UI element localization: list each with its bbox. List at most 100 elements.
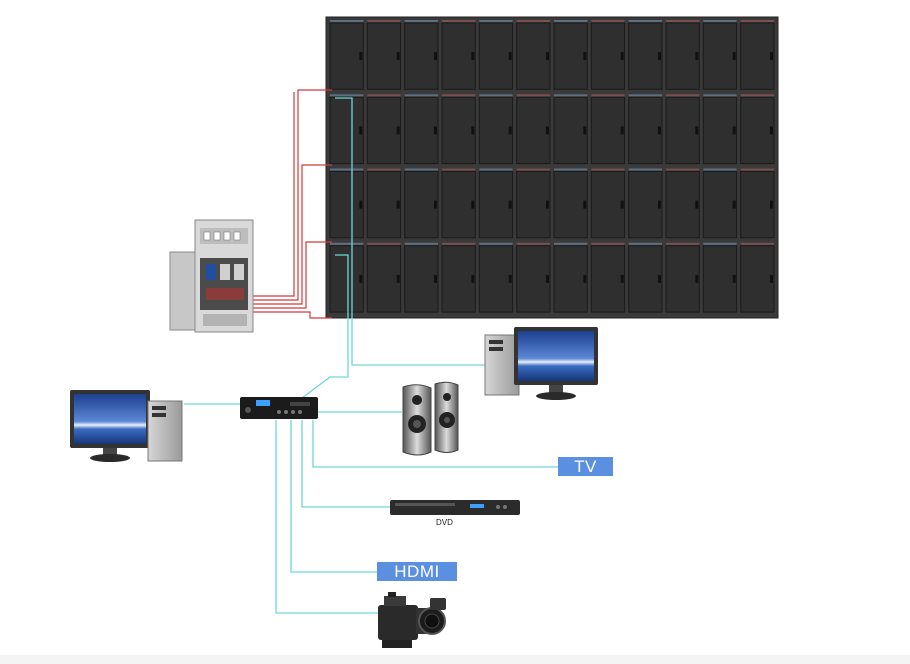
led-cabinet-panel xyxy=(404,171,439,239)
dvd-player-icon xyxy=(390,500,520,515)
led-cabinet-latch xyxy=(546,52,549,61)
led-cabinet-panel xyxy=(329,96,364,165)
led-cabinet-panel xyxy=(740,245,775,313)
led-cabinet-latch xyxy=(471,52,475,61)
led-cabinet-panel xyxy=(478,22,514,90)
led-cabinet-panel xyxy=(702,22,738,90)
led-cabinet-latch xyxy=(620,200,624,209)
led-cabinet-connector xyxy=(479,20,513,22)
led-cabinet-panel xyxy=(702,245,738,313)
led-cabinet-panel xyxy=(478,96,514,165)
led-cabinet-panel xyxy=(590,22,626,90)
signal-cables xyxy=(184,97,558,614)
led-cabinet-latch xyxy=(359,274,363,283)
led-cabinet-latch xyxy=(732,200,736,209)
led-cabinet-panel xyxy=(628,22,663,90)
led-cabinet-latch xyxy=(695,274,699,283)
led-cabinet-connector xyxy=(479,242,513,245)
led-cabinet-connector xyxy=(404,20,438,22)
led-cabinet-panel xyxy=(441,96,476,165)
page-bottom-bar xyxy=(0,655,910,664)
led-cabinet-latch xyxy=(583,200,587,209)
led-cabinet-panel xyxy=(702,171,738,239)
led-cabinet-panel xyxy=(665,245,700,313)
led-cabinet-connector xyxy=(367,168,401,171)
led-cabinet-latch xyxy=(770,52,773,61)
led-cabinet-connector xyxy=(628,20,662,22)
led-cabinet-connector xyxy=(404,168,438,171)
led-cabinet-latch xyxy=(620,274,624,283)
led-cabinet-latch xyxy=(471,200,475,209)
led-cabinet-connector xyxy=(330,242,364,245)
led-cabinet-connector xyxy=(516,20,550,22)
led-cabinet-connector xyxy=(666,94,700,97)
led-cabinet-connector xyxy=(740,168,774,171)
led-cabinet-connector xyxy=(703,20,737,22)
led-cabinet-latch xyxy=(508,126,512,135)
led-cabinet-panel xyxy=(329,22,364,90)
led-cabinet-latch xyxy=(396,200,400,209)
led-cabinet-latch xyxy=(434,126,437,135)
led-cabinet-panel xyxy=(404,245,439,313)
led-cabinet-panel xyxy=(740,22,775,90)
led-cabinet-panel xyxy=(740,96,775,165)
led-cabinet-latch xyxy=(620,126,624,135)
led-cabinet-panel xyxy=(516,245,551,313)
led-cabinet-connector xyxy=(703,242,737,245)
led-cabinet-panel xyxy=(628,96,663,165)
led-cabinet-latch xyxy=(546,126,549,135)
led-cabinet-connector xyxy=(516,94,550,97)
led-cabinet-panel xyxy=(702,96,738,165)
led-cabinet-latch xyxy=(546,274,549,283)
led-cabinet-latch xyxy=(583,274,587,283)
led-cabinet-latch xyxy=(770,200,773,209)
led-cabinet-latch xyxy=(471,274,475,283)
led-cabinet-connector xyxy=(404,242,438,245)
dvd-label: DVD xyxy=(436,518,453,527)
led-cabinet-connector xyxy=(591,168,625,171)
led-cabinet-connector xyxy=(628,94,662,97)
led-cabinet-connector xyxy=(703,168,737,171)
led-cabinet-connector xyxy=(554,20,588,22)
led-cabinet-panel xyxy=(665,22,700,90)
led-cabinet-connector xyxy=(554,242,588,245)
led-cabinet-panel xyxy=(590,171,626,239)
led-cabinet-connector xyxy=(666,242,700,245)
led-cabinet-panel xyxy=(441,171,476,239)
led-cabinet-panel xyxy=(404,96,439,165)
led-cabinet-latch xyxy=(396,126,400,135)
led-cabinet-panel xyxy=(516,22,551,90)
source-computer-icon xyxy=(70,390,183,462)
led-cabinet-latch xyxy=(695,126,699,135)
led-cabinet-connector xyxy=(554,94,588,97)
led-cabinet-connector xyxy=(367,94,401,97)
led-cabinet-panel xyxy=(478,171,514,239)
led-cabinet-latch xyxy=(359,52,363,61)
led-cabinet-panel xyxy=(628,171,663,239)
led-cabinet-latch xyxy=(508,200,512,209)
led-cabinet-connector xyxy=(367,242,401,245)
led-cabinet-connector xyxy=(703,94,737,97)
led-cabinet-connector xyxy=(591,242,625,245)
led-cabinet-connector xyxy=(367,20,401,22)
led-cabinet-latch xyxy=(508,52,512,61)
led-cabinet-panel xyxy=(329,171,364,239)
led-cabinet-panel xyxy=(553,245,588,313)
led-cabinet-connector xyxy=(330,94,364,97)
led-cabinet-grid xyxy=(329,20,775,313)
power-distribution-cabinet-icon xyxy=(169,219,254,333)
hdmi-label: HDMI xyxy=(377,562,457,581)
led-cabinet-connector xyxy=(666,168,700,171)
led-cabinet-latch xyxy=(508,274,512,283)
led-cabinet-latch xyxy=(396,52,400,61)
led-cabinet-latch xyxy=(620,52,624,61)
power-cables xyxy=(252,89,332,319)
led-cabinet-latch xyxy=(434,274,437,283)
led-cabinet-latch xyxy=(732,126,736,135)
led-cabinet-panel xyxy=(516,96,551,165)
led-cabinet-connector xyxy=(591,20,625,22)
led-cabinet-latch xyxy=(396,274,400,283)
led-cabinet-connector xyxy=(516,168,550,171)
led-cabinet-connector xyxy=(740,20,774,22)
